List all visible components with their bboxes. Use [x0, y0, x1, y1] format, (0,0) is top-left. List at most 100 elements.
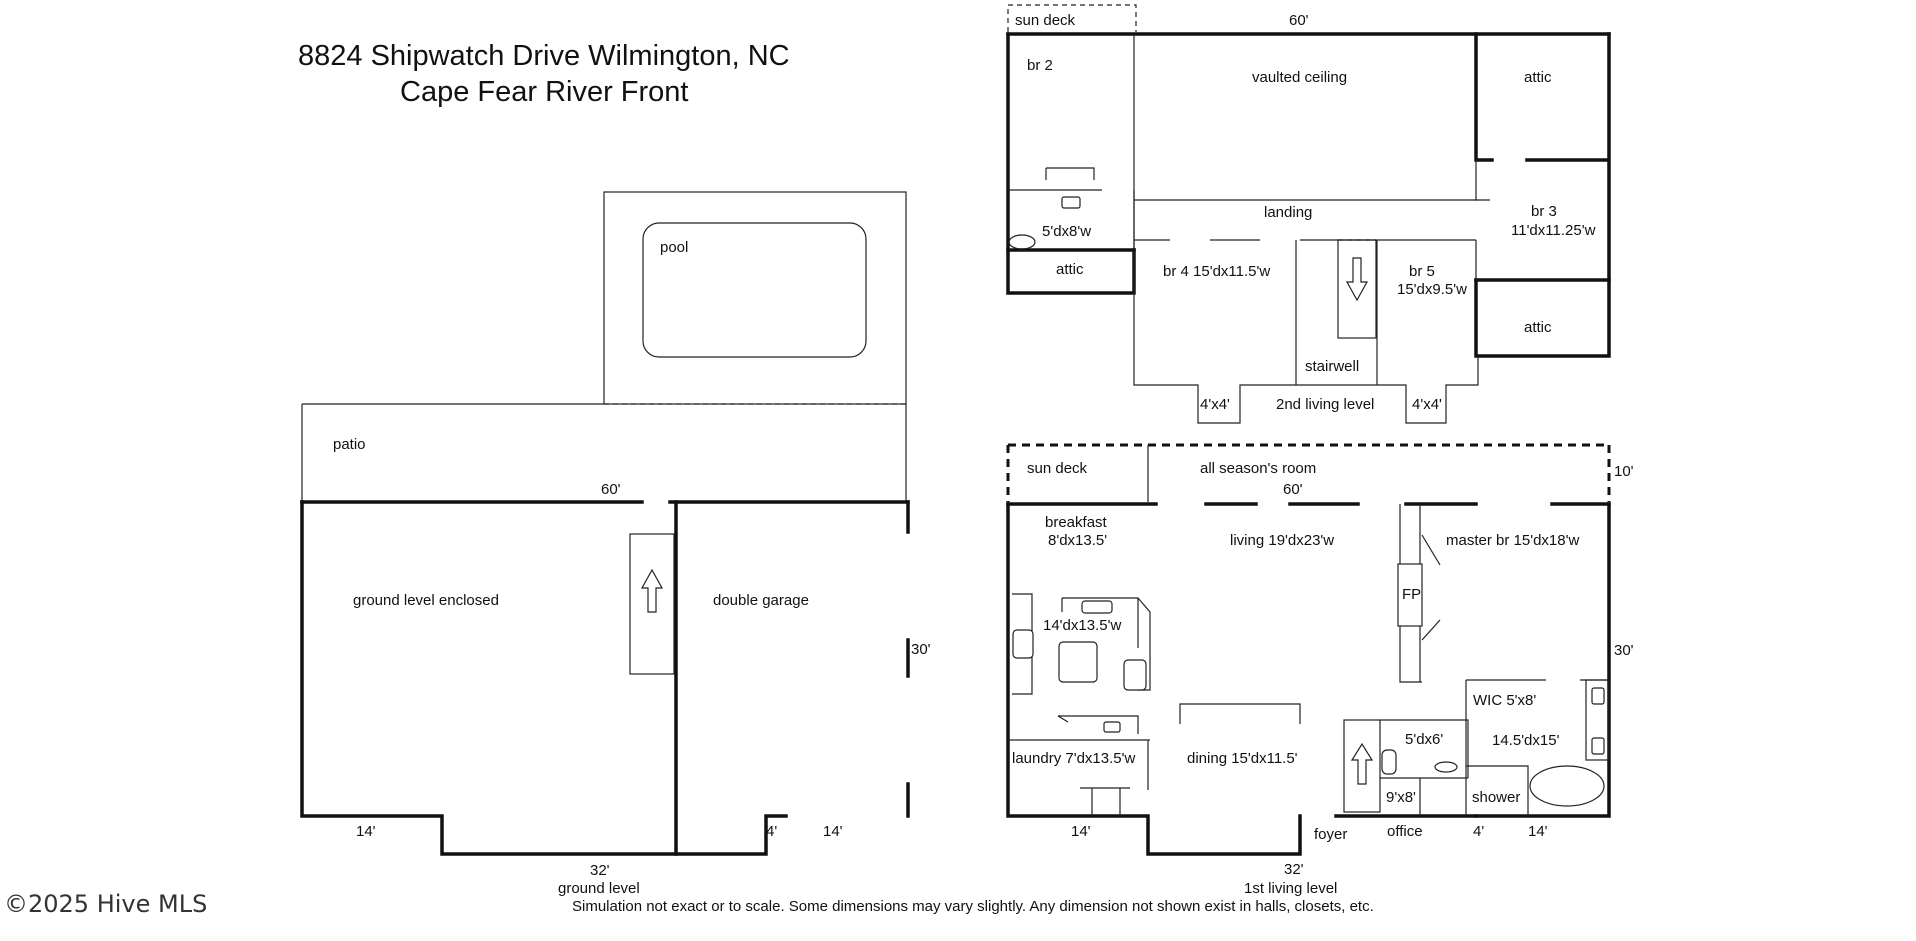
disclaimer: Simulation not exact or to scale. Some d…	[572, 898, 1374, 915]
all-season-label: all season's room	[1200, 460, 1316, 477]
landing-label: landing	[1264, 204, 1312, 221]
laundry-machines	[1080, 787, 1130, 816]
attic-left-label: attic	[1056, 261, 1084, 278]
lower-sun-deck-label: sun deck	[1027, 460, 1088, 477]
half-bath-label: 9'x8'	[1386, 789, 1416, 806]
title-subtitle: Cape Fear River Front	[400, 76, 689, 108]
upper-sun-deck	[1007, 4, 1137, 32]
bedroom-outline	[1133, 250, 1479, 424]
shower-walls	[1466, 765, 1529, 816]
pool-deck	[603, 191, 907, 405]
lower-dim-top: 60'	[1283, 481, 1303, 498]
armchair-left	[1012, 629, 1034, 659]
up-arrow-icon	[640, 568, 664, 613]
fireplace	[1397, 563, 1423, 627]
vaulted-ceiling	[1133, 34, 1478, 250]
half-bath-toilet-icon	[1381, 749, 1397, 775]
br4-label: br 4 15'dx11.5'w	[1163, 263, 1270, 280]
breakfast-dim: 8'dx13.5'	[1048, 532, 1107, 549]
kitchen-sink-icon	[1103, 721, 1121, 733]
armchair-right	[1123, 659, 1147, 691]
breakfast-label: breakfast	[1045, 514, 1108, 531]
ground-stair	[629, 533, 675, 675]
ground-level-plan: pool patio 60' ground level enclosed dou…	[300, 191, 931, 897]
patio-outline	[301, 403, 907, 502]
watermark: ©2025 Hive MLS	[4, 890, 207, 918]
living-label: living 19'dx23'w	[1230, 532, 1334, 549]
upper-dim-top: 60'	[1289, 12, 1309, 29]
foyer-up-arrow-icon	[1350, 742, 1374, 785]
br3-dim: 11'dx11.25'w	[1511, 222, 1596, 239]
shower-label: shower	[1472, 789, 1520, 806]
fireplace-label: FP	[1402, 586, 1421, 603]
sink-icon	[1061, 196, 1081, 209]
master-label: master br 15'dx18'w	[1446, 532, 1579, 549]
upper-sun-deck-label: sun deck	[1015, 12, 1076, 29]
office-walls	[1380, 719, 1469, 816]
down-arrow-icon	[1345, 257, 1369, 302]
foyer-stair	[1343, 719, 1381, 813]
lower-dim-bottom: 32'	[1284, 861, 1304, 878]
first-level-caption: 1st living level	[1244, 880, 1337, 897]
br5-label: br 5	[1409, 263, 1435, 280]
br5-dim: 15'dx9.5'w	[1397, 281, 1467, 298]
bay-right-label: 4'x4'	[1412, 396, 1442, 413]
second-level-plan: sun deck 60' br 2 5'dx8'w attic vaulted …	[1006, 4, 1611, 424]
upper-stair	[1337, 239, 1377, 339]
ground-dim-bottom: 32'	[590, 862, 610, 879]
br2-label: br 2	[1027, 57, 1053, 74]
pool	[642, 222, 867, 358]
dining-table	[1179, 703, 1301, 724]
bay-left-label: 4'x4'	[1200, 396, 1230, 413]
title-address: 8824 Shipwatch Drive Wilmington, NC	[298, 40, 790, 72]
ground-outer-wall	[300, 500, 788, 856]
ground-level-caption: ground level	[558, 880, 640, 897]
upper-bath-label: 5'dx8'w	[1042, 223, 1091, 240]
lower-dim-side: 30'	[1614, 642, 1634, 659]
first-level-plan: sun deck all season's room 10' 60' FP br…	[1006, 443, 1634, 897]
second-level-caption: 2nd living level	[1276, 396, 1374, 413]
br3-wall	[1475, 160, 1490, 280]
den-dim: 14'dx13.5'w	[1043, 617, 1121, 634]
door-swings	[1421, 534, 1441, 641]
master-vanity	[1585, 679, 1610, 761]
attic-top-label: attic	[1524, 69, 1552, 86]
toilet-icon	[1008, 234, 1036, 250]
bath-small-label: 5'dx6'	[1405, 731, 1443, 748]
lower-dim-deck: 10'	[1614, 463, 1634, 480]
ground-dim-small: 4'	[766, 823, 777, 840]
br3-label: br 3	[1531, 203, 1557, 220]
foyer-label: foyer	[1314, 826, 1347, 843]
master-bath-label: 14.5'dx15'	[1492, 732, 1560, 749]
sofa-cushion	[1081, 600, 1113, 614]
lower-outer-wall	[1006, 502, 1611, 856]
attic-right-label: attic	[1524, 319, 1552, 336]
half-bath-sink-icon	[1434, 761, 1458, 773]
stairwell-label: stairwell	[1305, 358, 1359, 375]
coffee-table	[1058, 641, 1098, 683]
title-block: 8824 Shipwatch Drive Wilmington, NC Cape…	[298, 40, 790, 108]
ground-enclosed-label: ground level enclosed	[353, 592, 499, 609]
deck-dashed-sides	[1006, 445, 1611, 502]
wic-label: WIC 5'x8'	[1473, 692, 1536, 709]
vanity-sink-top	[1591, 687, 1605, 705]
lower-dim-small: 4'	[1473, 823, 1484, 840]
bathtub	[1529, 765, 1605, 807]
ground-dim-top: 60'	[601, 481, 621, 498]
ground-dim-left: 14'	[356, 823, 376, 840]
kitchen-counter	[1057, 715, 1139, 734]
ground-dim-side: 30'	[911, 641, 931, 658]
pool-label: pool	[660, 239, 688, 256]
lower-dim-left: 14'	[1071, 823, 1091, 840]
laundry-label: laundry 7'dx13.5'w	[1012, 750, 1135, 767]
bath-wall	[1008, 189, 1135, 250]
dining-label: dining 15'dx11.5'	[1187, 750, 1298, 767]
garage-label: double garage	[713, 592, 809, 609]
vanity-sink-bottom	[1591, 737, 1605, 755]
office-label: office	[1387, 823, 1423, 840]
patio-label: patio	[333, 436, 366, 453]
lower-dim-right: 14'	[1528, 823, 1548, 840]
vaulted-label: vaulted ceiling	[1252, 69, 1347, 86]
ground-dim-right: 14'	[823, 823, 843, 840]
